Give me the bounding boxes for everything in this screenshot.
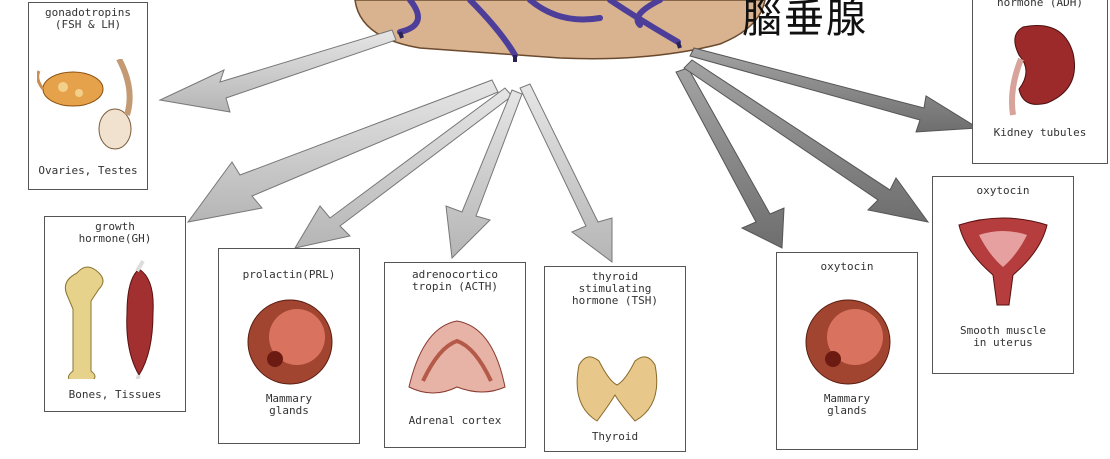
adrenal-cortex-icon bbox=[403, 317, 511, 403]
thyroid-icon bbox=[569, 345, 665, 429]
bone-muscle-icon bbox=[59, 259, 175, 379]
target-label: Kidney tubules bbox=[973, 127, 1107, 139]
diagram-title: 腦垂腺 bbox=[742, 0, 868, 44]
ovary-testis-icon bbox=[37, 59, 142, 157]
box-adh: hormone (ADH) Kidney tubules bbox=[972, 0, 1108, 164]
hormone-label: thyroid stimulating hormone (TSH) bbox=[545, 271, 685, 307]
target-label: Adrenal cortex bbox=[385, 415, 525, 427]
box-growth-hormone: growth hormone(GH) Bones, Tissues bbox=[44, 216, 186, 412]
hormone-label: oxytocin bbox=[933, 185, 1073, 197]
mammary-gland-icon bbox=[803, 297, 893, 387]
box-oxytocin-uterus: oxytocin Smooth muscle in uterus bbox=[932, 176, 1074, 374]
uterus-icon bbox=[953, 211, 1053, 311]
arrow-tsh bbox=[520, 84, 612, 262]
hormone-label: gonadotropins (FSH & LH) bbox=[29, 7, 147, 31]
hormone-label: adrenocortico tropin (ACTH) bbox=[385, 269, 525, 293]
target-label: Mammary glands bbox=[777, 393, 917, 417]
target-label: Thyroid bbox=[545, 431, 685, 443]
target-label: Ovaries, Testes bbox=[29, 165, 147, 177]
mammary-gland-icon bbox=[245, 297, 335, 387]
target-label: Smooth muscle in uterus bbox=[933, 325, 1073, 349]
hormone-label: oxytocin bbox=[777, 261, 917, 273]
target-label: Mammary glands bbox=[219, 393, 359, 417]
arrow-growth-hormone bbox=[188, 80, 498, 222]
box-oxytocin-mammary: oxytocin Mammary glands bbox=[776, 252, 918, 450]
box-tsh: thyroid stimulating hormone (TSH) Thyroi… bbox=[544, 266, 686, 452]
arrow-gonadotropins bbox=[160, 30, 396, 112]
hormone-label: prolactin(PRL) bbox=[219, 269, 359, 281]
kidney-icon bbox=[1003, 19, 1083, 119]
hormone-label: growth hormone(GH) bbox=[45, 221, 185, 245]
target-label: Bones, Tissues bbox=[45, 389, 185, 401]
hormone-label: hormone (ADH) bbox=[973, 0, 1107, 9]
box-acth: adrenocortico tropin (ACTH) Adrenal cort… bbox=[384, 262, 526, 448]
box-prolactin: prolactin(PRL) Mammary glands bbox=[218, 248, 360, 444]
box-gonadotropins: gonadotropins (FSH & LH) Ovaries, Testes bbox=[28, 2, 148, 190]
